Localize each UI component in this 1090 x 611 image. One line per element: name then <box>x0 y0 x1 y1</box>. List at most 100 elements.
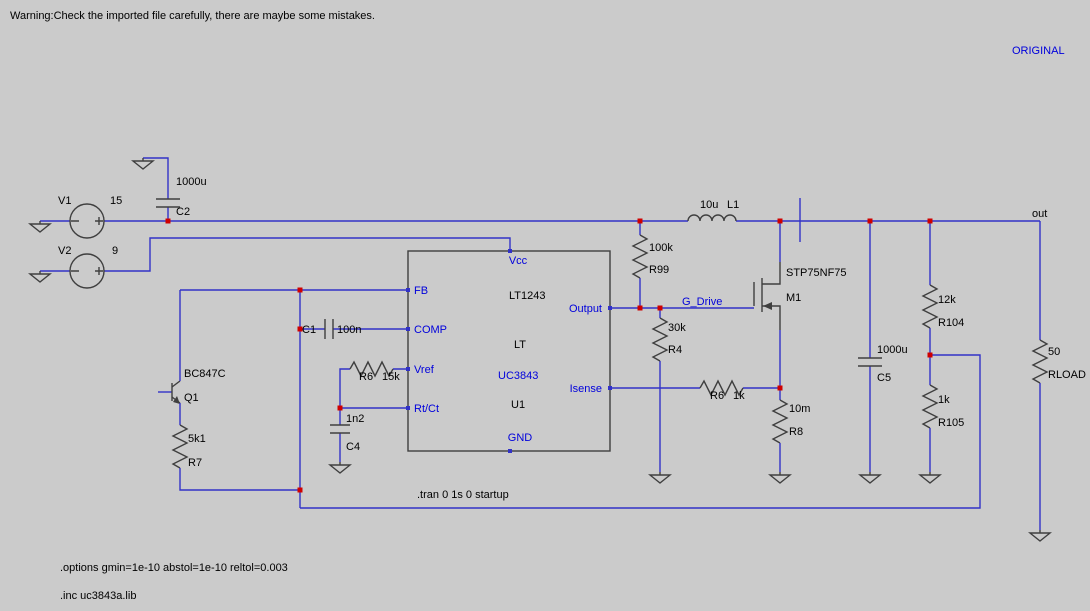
q1-value: BC847C <box>184 368 226 380</box>
capacitor-c2[interactable]: 1000u C2 <box>132 157 207 221</box>
v2-refdes: V2 <box>58 245 71 257</box>
ic-u1[interactable]: Vcc FB COMP Vref Rt/Ct GND Output Isense… <box>406 249 612 453</box>
ground-symbol[interactable] <box>649 471 671 484</box>
net-label-out[interactable]: out <box>1032 208 1047 220</box>
resistor-r7[interactable]: 5k1 R7 <box>171 424 300 491</box>
ground-symbol[interactable] <box>919 471 941 484</box>
u1-pin-vcc <box>508 249 512 253</box>
l1-coil[interactable] <box>687 214 737 222</box>
ground-symbol[interactable] <box>769 471 791 484</box>
ground-symbol[interactable] <box>859 471 881 484</box>
junction-dot <box>297 326 303 332</box>
u1-pin-gnd <box>508 449 512 453</box>
transistor-q1[interactable]: BC847C Q1 <box>158 290 226 425</box>
spice-directive-include[interactable]: .inc uc3843a.lib <box>60 590 136 602</box>
r99-body[interactable] <box>631 234 649 279</box>
u1-pin-label-rtct: Rt/Ct <box>414 403 439 415</box>
u1-pin-isense <box>608 386 612 390</box>
r8-refdes: R8 <box>789 426 803 438</box>
wire-vref[interactable] <box>339 368 408 408</box>
watermark-text: ORIGINAL <box>1012 45 1065 57</box>
m1-value: STP75NF75 <box>786 267 847 279</box>
q1-collector-diag <box>171 380 181 388</box>
inductor-l1[interactable]: 10u L1 <box>687 199 739 222</box>
resistor-r104[interactable]: 12k R104 <box>921 221 964 385</box>
voltage-source-v2[interactable]: V2 9 <box>29 245 118 289</box>
r104-refdes: R104 <box>938 317 964 329</box>
c2-value: 1000u <box>176 176 207 188</box>
c1-value: 100n <box>337 324 361 336</box>
junction-dot <box>777 218 783 224</box>
r6b-value: 1k <box>733 390 745 402</box>
r105-body[interactable] <box>921 384 939 429</box>
wire-v2-to-vcc[interactable] <box>104 237 511 272</box>
v2-body[interactable] <box>69 253 105 289</box>
r4-body[interactable] <box>651 317 669 362</box>
c4-refdes: C4 <box>346 441 360 453</box>
capacitor-c5[interactable]: 1000u C5 <box>858 221 908 484</box>
spice-directive-options[interactable]: .options gmin=1e-10 abstol=1e-10 reltol=… <box>60 562 288 574</box>
resistor-r8[interactable]: 10m R8 <box>769 399 810 484</box>
c2-refdes: C2 <box>176 206 190 218</box>
v1-body[interactable] <box>69 203 105 239</box>
r6b-body[interactable] <box>699 379 744 397</box>
resistor-r99[interactable]: 100k R99 <box>631 221 673 308</box>
voltage-source-v1[interactable]: V1 15 <box>29 195 122 239</box>
u1-text-line1: LT1243 <box>509 290 546 302</box>
resistor-r6b[interactable]: R6 1k <box>699 379 745 402</box>
c5-value: 1000u <box>877 344 908 356</box>
wire-feedback-return[interactable] <box>300 354 981 509</box>
rload-value: 50 <box>1048 346 1060 358</box>
u1-pin-label-vref: Vref <box>414 364 435 376</box>
resistor-r4[interactable]: 30k R4 <box>649 308 686 484</box>
c5-plates[interactable] <box>858 357 882 367</box>
rload-body[interactable] <box>1031 339 1049 384</box>
u1-refdes: U1 <box>511 399 525 411</box>
c2-plates[interactable] <box>156 198 180 208</box>
r6a-value: 15k <box>382 371 400 383</box>
c1-plates[interactable] <box>324 319 334 339</box>
r104-body[interactable] <box>921 284 939 329</box>
r8-body[interactable] <box>771 399 789 444</box>
u1-pin-rtct <box>406 406 410 410</box>
net-label-g-drive[interactable]: G_Drive <box>682 296 722 308</box>
l1-value: 10u <box>700 199 718 211</box>
junction-dot <box>867 218 873 224</box>
c1-refdes: C1 <box>302 324 316 336</box>
resistor-rload[interactable]: 50 RLOAD <box>1029 221 1086 542</box>
r4-value: 30k <box>668 322 686 334</box>
mosfet-m1[interactable]: STP75NF75 M1 <box>753 221 847 400</box>
r8-value: 10m <box>789 403 810 415</box>
r6a-body[interactable] <box>349 360 394 378</box>
resistor-r105[interactable]: 1k R105 <box>919 384 964 484</box>
junction-dot <box>777 385 783 391</box>
r7-lead[interactable] <box>179 468 300 491</box>
junction-dot <box>297 287 303 293</box>
junction-dot <box>657 305 663 311</box>
c5-refdes: C5 <box>877 372 891 384</box>
v2-polarity-marks <box>71 267 103 275</box>
c2-leads[interactable] <box>143 157 169 221</box>
capacitor-c4[interactable]: 1n2 C4 <box>329 408 364 474</box>
u1-text-line3: UC3843 <box>498 370 538 382</box>
ground-symbol[interactable] <box>29 270 51 283</box>
junction-dot <box>337 405 343 411</box>
ground-symbol[interactable] <box>329 461 351 474</box>
u1-pin-label-comp: COMP <box>414 324 447 336</box>
r104-value: 12k <box>938 294 956 306</box>
ground-symbol[interactable] <box>1029 529 1051 542</box>
m1-drain-source-leads[interactable] <box>762 262 781 330</box>
resistor-r6a[interactable]: R6 15k <box>349 360 400 383</box>
q1-refdes: Q1 <box>184 392 199 404</box>
capacitor-c1[interactable]: C1 100n <box>302 319 361 339</box>
u1-pin-comp <box>406 327 410 331</box>
ground-symbol[interactable] <box>29 220 51 233</box>
u1-pin-label-output: Output <box>569 303 602 315</box>
ground-symbol[interactable] <box>132 157 154 170</box>
r7-body[interactable] <box>171 424 189 469</box>
u1-body[interactable] <box>407 250 611 452</box>
c4-plates[interactable] <box>330 424 350 434</box>
warning-text: Warning:Check the imported file carefull… <box>10 10 375 22</box>
spice-directive-tran[interactable]: .tran 0 1s 0 startup <box>417 489 509 501</box>
